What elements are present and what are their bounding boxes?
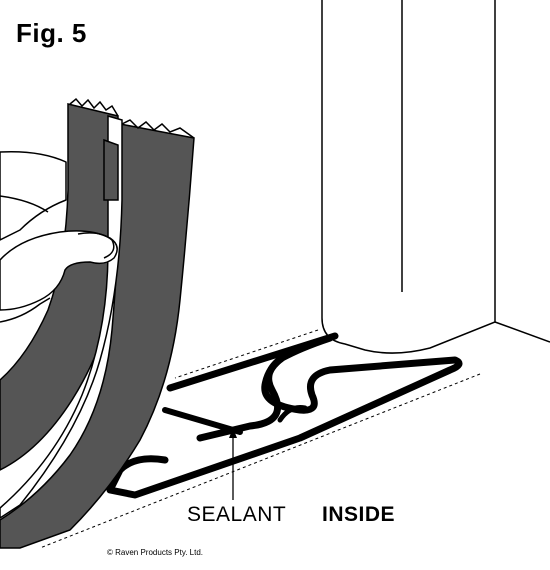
sealant-leader-line bbox=[229, 428, 237, 500]
weather-seal-strip bbox=[0, 97, 195, 549]
copyright-notice: © Raven Products Pty. Ltd. bbox=[107, 548, 204, 557]
figure-title: Fig. 5 bbox=[16, 18, 87, 48]
sealant-bead bbox=[106, 332, 463, 499]
sealant-label: SEALANT bbox=[187, 503, 287, 526]
inside-label: INSIDE bbox=[322, 503, 396, 526]
floor-guide-lines bbox=[39, 329, 481, 549]
door-jamb bbox=[321, 0, 550, 354]
hand-illustration bbox=[0, 150, 118, 323]
